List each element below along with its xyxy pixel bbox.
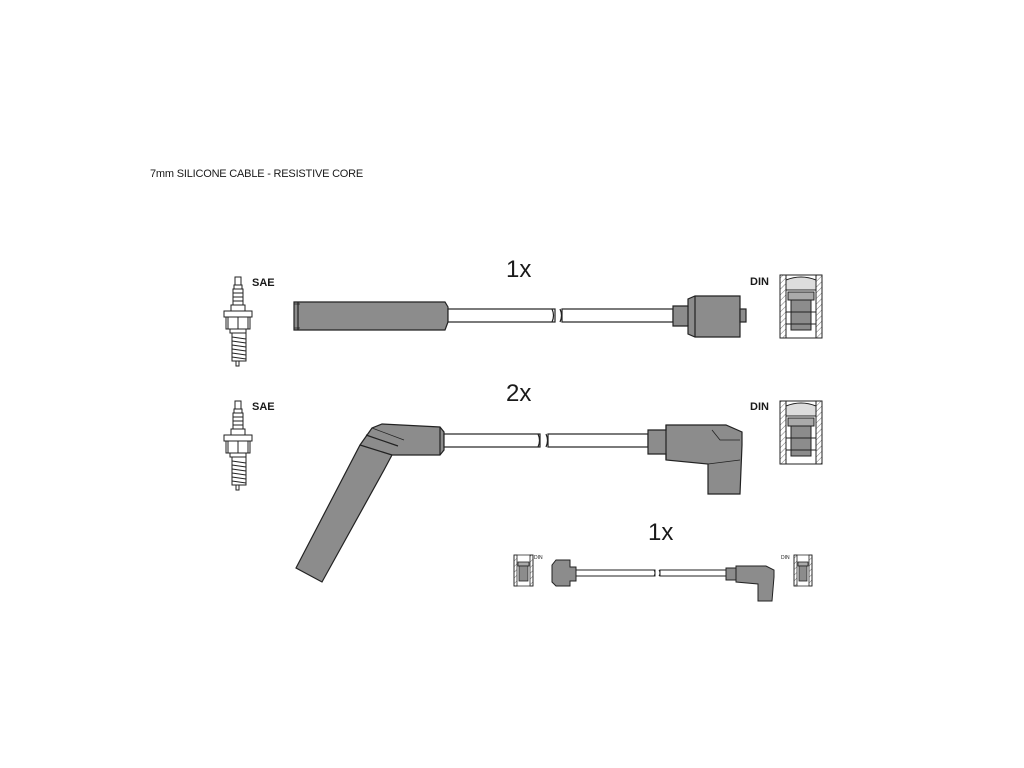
spark-plug-1 — [223, 276, 253, 367]
din-terminal-3-right — [793, 554, 813, 587]
set-3-left-label: DIN — [534, 555, 543, 561]
diagram-caption: 7mm SILICONE CABLE - RESISTIVE CORE — [150, 168, 364, 180]
set-3-right-label: DIN — [781, 555, 790, 561]
set-2-left-label: SAE — [252, 401, 275, 413]
ignition-cable-2 — [295, 423, 743, 583]
set-3-quantity: 1x — [648, 519, 674, 546]
din-terminal-2 — [779, 400, 823, 465]
spark-plug-2 — [223, 400, 253, 491]
ignition-cable-1 — [293, 295, 747, 338]
ignition-cable-3 — [551, 559, 775, 602]
set-1-right-label: DIN — [750, 276, 769, 288]
din-terminal-3-left — [513, 554, 534, 587]
set-1-left-label: SAE — [252, 277, 275, 289]
set-2-quantity: 2x — [506, 380, 532, 407]
din-terminal-1 — [779, 274, 823, 339]
set-1-quantity: 1x — [506, 256, 532, 283]
set-2-right-label: DIN — [750, 401, 769, 413]
